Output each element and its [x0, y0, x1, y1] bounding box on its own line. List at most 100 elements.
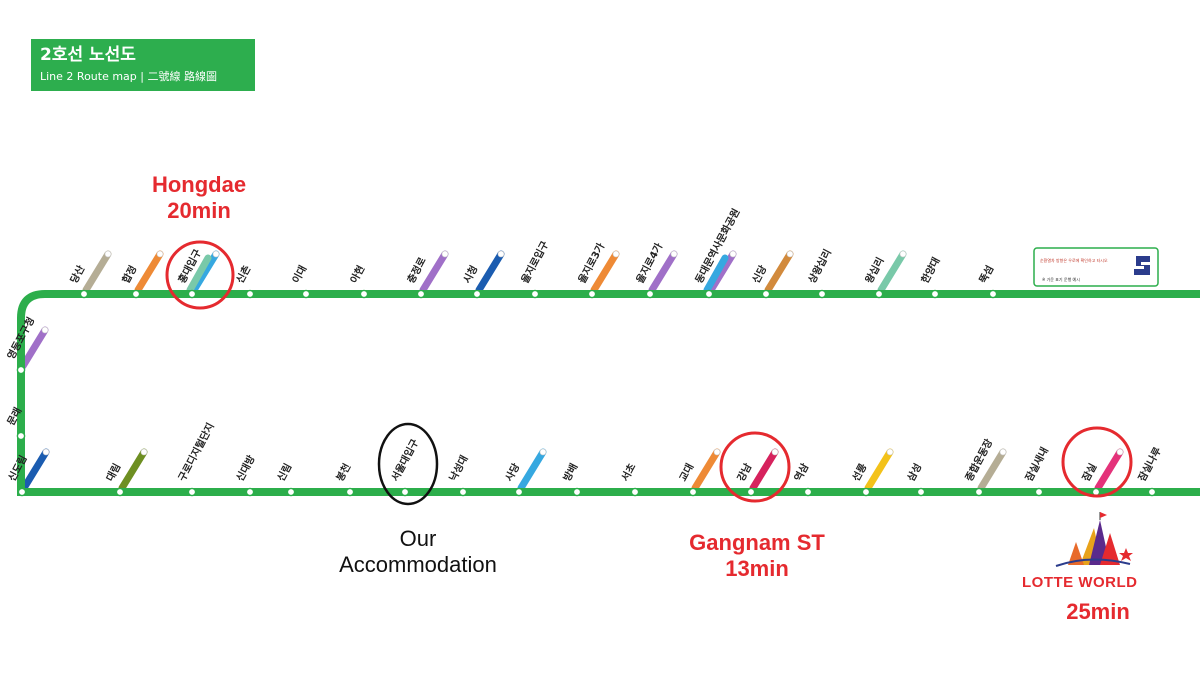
station-name-top-8: 을지로입구 [518, 239, 551, 286]
station-name-top-7: 시청 [460, 263, 480, 285]
station-dot-bottom-8 [514, 487, 524, 497]
station-bottom-17: 잠실새내 [1022, 445, 1051, 497]
station-name-top-4: 이대 [289, 263, 309, 285]
gangnam-callout: Gangnam ST 13min [672, 530, 842, 582]
transfer-line-top-2 [190, 250, 220, 294]
transfer-line-top-6 [419, 250, 449, 294]
station-dot-top-4 [301, 289, 311, 299]
station-dot-bottom-5 [345, 487, 355, 497]
header-subtitle: Line 2 Route map | 二號線 路線圖 [40, 70, 217, 83]
station-name-bottom-9: 방배 [560, 461, 580, 483]
station-bottom-6: 서울대입구 [388, 437, 421, 497]
transfer-line-bottom-0 [20, 448, 50, 492]
station-dot-top-5 [359, 289, 369, 299]
station-dot-top-14 [874, 289, 884, 299]
gangnam-time: 13min [725, 556, 789, 581]
transfer-line2-top-2 [186, 254, 212, 294]
station-name-bottom-6: 서울대입구 [388, 437, 421, 484]
transfer-line-top-14 [877, 250, 907, 294]
station-name-bottom-7: 낙성대 [446, 453, 470, 483]
accommodation-line2: Accommodation [339, 552, 497, 577]
station-dot-top-10 [645, 289, 655, 299]
station-dot-bottom-1 [115, 487, 125, 497]
transfer-line-top-0 [82, 250, 112, 294]
station-name-bottom-19: 잠실나루 [1135, 445, 1164, 484]
station-top-8: 을지로입구 [518, 239, 551, 299]
station-name-bottom-8: 사당 [502, 460, 522, 483]
transfer-line-top-7 [475, 250, 505, 294]
sign-text-2: ※ 가운 표기 운행 예시 [1042, 276, 1080, 282]
lotte-world-logo-icon [1055, 512, 1133, 567]
station-name-bottom-11: 교대 [676, 461, 696, 483]
station-dot-top-3 [245, 289, 255, 299]
accommodation-callout: Our Accommodation [310, 526, 526, 578]
transfer-line-bottom-12 [749, 448, 779, 492]
station-dot-bottom-11 [688, 487, 698, 497]
station-dot-top-6 [416, 289, 426, 299]
station-name-top-1: 합정 [119, 263, 139, 285]
station-name-bottom-13: 역삼 [791, 460, 811, 483]
station-name-bottom-10: 서초 [618, 461, 638, 483]
station-name-bottom-15: 삼성 [904, 461, 924, 483]
station-name-top-5: 아현 [347, 263, 367, 285]
station-dot-bottom-6 [400, 487, 410, 497]
station-name-bottom-12: 강남 [734, 460, 754, 483]
station-dot-top-1 [131, 289, 141, 299]
station-name-bottom-5: 봉천 [333, 461, 353, 483]
station-dot-top-9 [587, 289, 597, 299]
hongdae-time: 20min [167, 198, 231, 223]
hongdae-ring [165, 240, 235, 310]
station-name-bottom-2: 구로디지털단지 [175, 420, 217, 483]
transfer-line-top-10 [648, 250, 678, 294]
station-bottom-19: 잠실나루 [1135, 445, 1164, 497]
station-dot-bottom-3 [245, 487, 255, 497]
station-dot-bottom-19 [1147, 487, 1157, 497]
station-dot-bottom-9 [572, 487, 582, 497]
station-name-top-13: 상왕십리 [805, 247, 834, 286]
lotte-time: 25min [1066, 599, 1130, 624]
accommodation-ring [377, 422, 439, 506]
transfer-line-bottom-11 [691, 448, 721, 492]
station-dot-top-13 [817, 289, 827, 299]
transfer-line2-top-11 [703, 254, 729, 294]
station-dot-left-1 [16, 431, 26, 441]
station-dot-top-2 [187, 289, 197, 299]
station-dot-bottom-14 [861, 487, 871, 497]
station-dot-bottom-12 [746, 487, 756, 497]
station-dot-bottom-2 [187, 487, 197, 497]
station-top-13: 상왕십리 [805, 247, 834, 299]
station-dot-top-7 [472, 289, 482, 299]
station-dot-bottom-16 [974, 487, 984, 497]
transfer-line-left-0 [19, 326, 49, 370]
station-dot-top-8 [530, 289, 540, 299]
transfer-line-bottom-8 [517, 448, 547, 492]
gangnam-label: Gangnam ST [689, 530, 825, 555]
station-dot-top-15 [930, 289, 940, 299]
station-dot-bottom-4 [286, 487, 296, 497]
station-name-bottom-14: 선릉 [849, 461, 869, 483]
circle-line-logo-icon [1134, 256, 1150, 275]
station-dot-bottom-17 [1034, 487, 1044, 497]
station-name-bottom-18: 잠실 [1079, 461, 1099, 483]
station-name-top-15: 한양대 [918, 255, 942, 285]
station-name-top-12: 신당 [749, 262, 769, 285]
accommodation-line1: Our [399, 526, 437, 551]
transfer-line-top-12 [764, 250, 794, 294]
hongdae-label: Hongdae [151, 172, 247, 197]
station-dot-left-0 [16, 365, 26, 375]
station-dot-bottom-7 [458, 487, 468, 497]
station-name-bottom-17: 잠실새내 [1022, 445, 1051, 484]
station-name-top-16: 뚝섬 [976, 263, 996, 285]
station-dot-top-0 [79, 289, 89, 299]
transfer-line-bottom-18 [1094, 448, 1124, 492]
jamsil-ring [1061, 426, 1133, 498]
transfer-line-top-1 [134, 250, 164, 294]
station-dot-top-16 [988, 289, 998, 299]
hongdae-callout: Hongdae 20min [140, 172, 258, 224]
station-dot-bottom-0 [17, 487, 27, 497]
station-name-bottom-3: 신대방 [233, 452, 258, 483]
station-name-bottom-4: 신림 [274, 461, 294, 483]
transfer-line-bottom-1 [118, 448, 148, 492]
transfer-line-bottom-16 [977, 448, 1007, 492]
sign-text-1: 순환열차 방향은 우로에 확인하고 타시오 [1040, 257, 1108, 263]
